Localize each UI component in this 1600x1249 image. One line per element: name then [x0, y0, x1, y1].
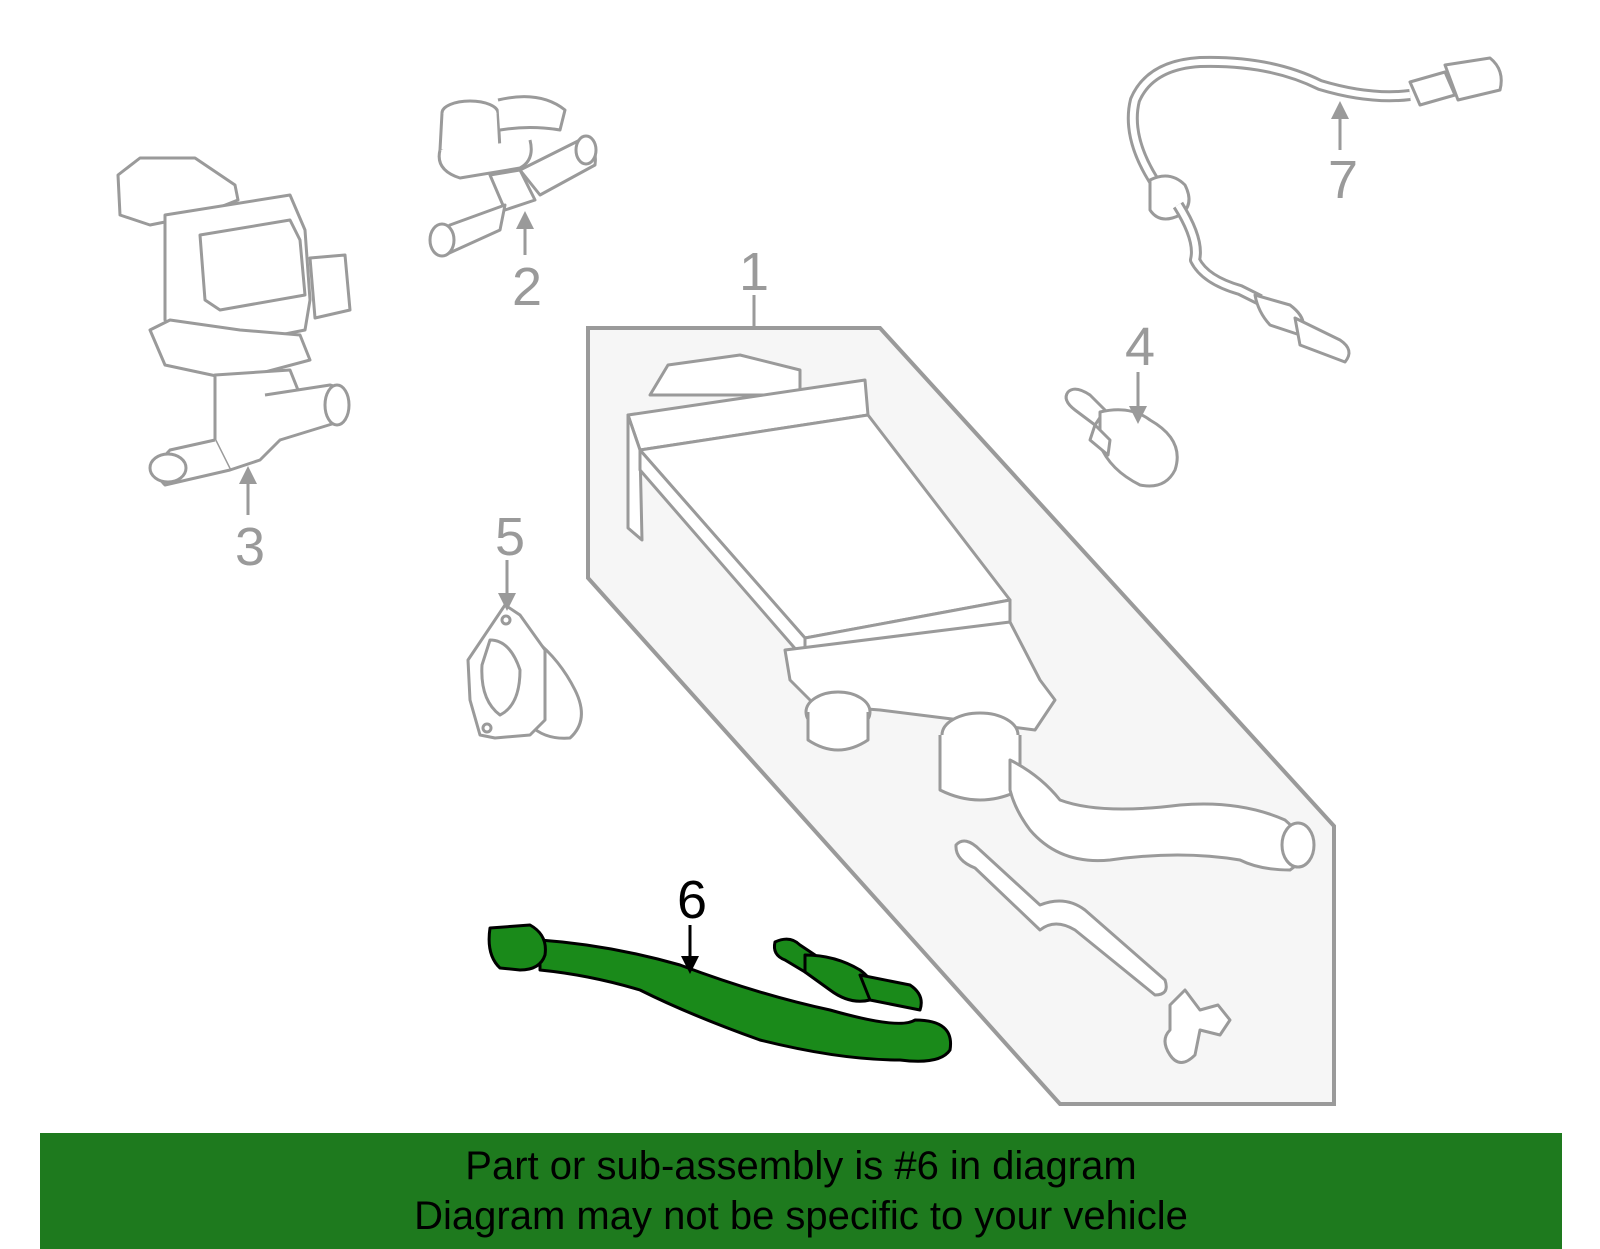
callout-2: 2 — [512, 257, 542, 317]
banner-line-1: Part or sub-assembly is #6 in diagram — [465, 1144, 1137, 1188]
callout-7: 7 — [1328, 150, 1358, 210]
part-6-oxygen-sensor-highlighted[interactable] — [487, 923, 953, 1063]
part-2-vsv-valve[interactable] — [428, 95, 598, 258]
callout-3: 3 — [235, 517, 265, 577]
info-banner: Part or sub-assembly is #6 in diagram Di… — [40, 1133, 1562, 1249]
callout-1: 1 — [739, 242, 769, 302]
callout-4: 4 — [1125, 317, 1155, 377]
callout-5: 5 — [495, 507, 525, 567]
leader-arrows — [239, 101, 1349, 974]
part-4-sensor[interactable] — [1064, 387, 1179, 488]
part-3-air-valve[interactable] — [116, 156, 352, 487]
part-5-gasket[interactable] — [466, 603, 583, 740]
part-7-oxygen-sensor[interactable] — [1126, 55, 1503, 364]
part-1-charcoal-canister[interactable] — [626, 353, 1316, 1064]
banner-line-2: Diagram may not be specific to your vehi… — [414, 1194, 1188, 1238]
callout-6: 6 — [677, 870, 707, 930]
parts-diagram: 1 2 3 4 5 6 7 — [116, 55, 1503, 1106]
